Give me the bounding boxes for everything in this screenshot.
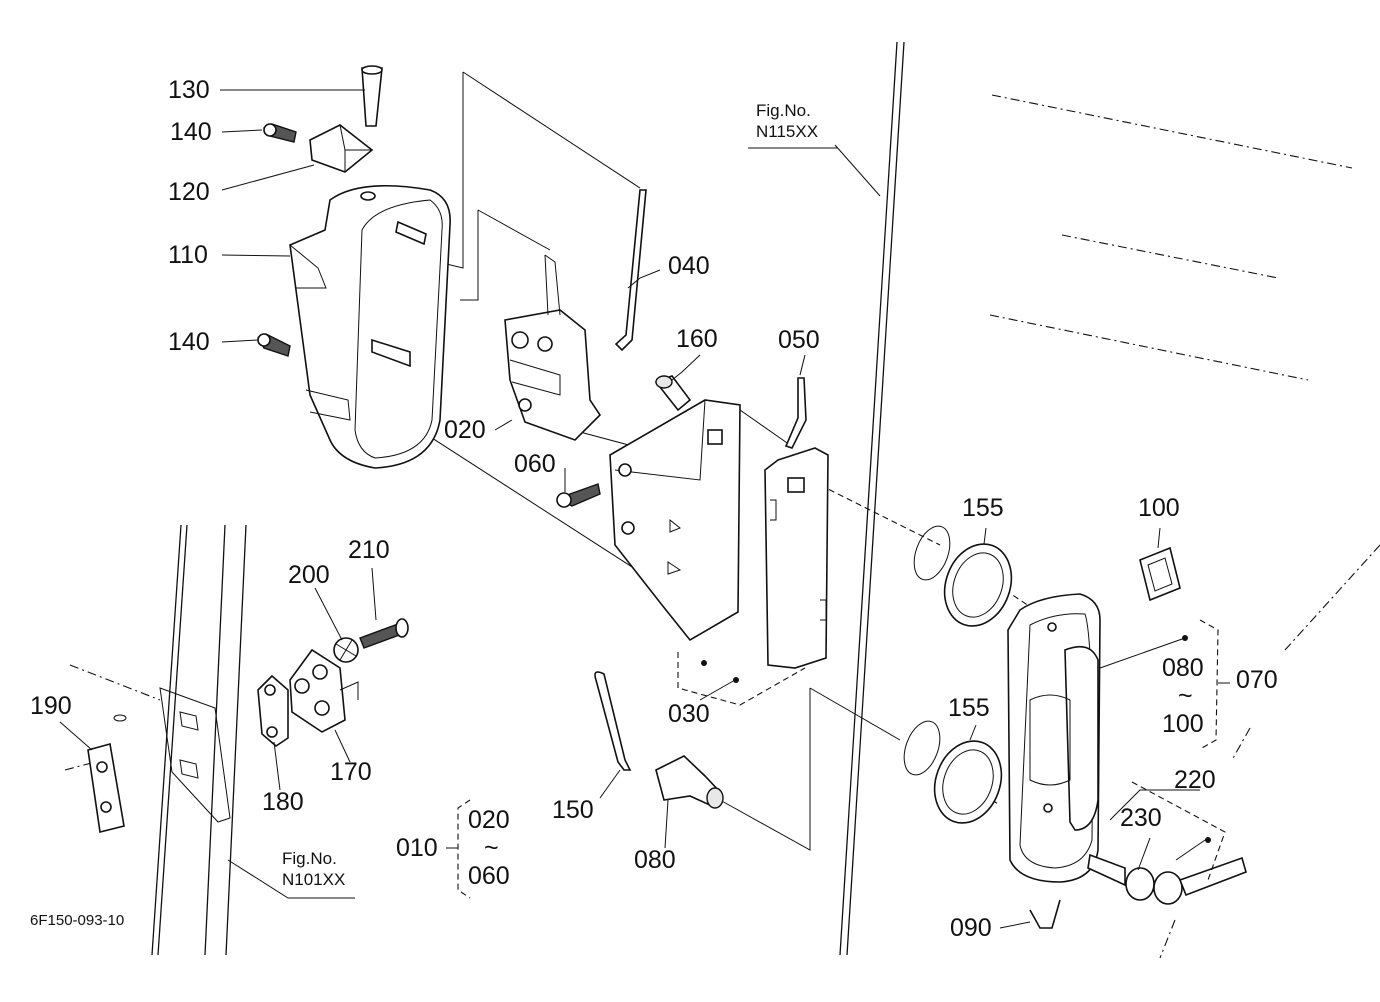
label-010-from: 020: [468, 806, 510, 834]
part-seal-155-bottom: [903, 720, 1003, 824]
part-handle-070: [1007, 593, 1101, 883]
part-rod-050: [784, 377, 807, 449]
fig-ref-n101xx: Fig.No. N101XX: [282, 848, 345, 891]
part-plate-170: [289, 648, 359, 733]
label-155-bottom: 155: [948, 694, 990, 722]
part-screw-140-bottom: [257, 333, 291, 357]
label-140-top: 140: [170, 118, 212, 146]
part-seal-100: [1139, 546, 1181, 602]
label-170: 170: [330, 758, 372, 786]
label-020: 020: [444, 416, 486, 444]
part-keys-220: [1087, 853, 1247, 905]
label-range-sep-070: ~: [1178, 682, 1193, 710]
part-bolt-210: [359, 618, 409, 649]
part-pin-130: [361, 65, 383, 127]
part-block-120: [309, 124, 374, 173]
label-155-top: 155: [962, 494, 1004, 522]
part-striker-190: [87, 742, 125, 833]
door-frame-left: [151, 524, 247, 956]
part-plate-180: [257, 674, 289, 748]
label-010-sep: ~: [484, 834, 499, 862]
part-rod-040: [614, 189, 647, 352]
part-plate-030b: [764, 447, 829, 669]
part-clip-090: [1029, 899, 1061, 929]
label-160: 160: [676, 325, 718, 353]
label-010-to: 060: [468, 862, 510, 890]
label-040: 040: [668, 252, 710, 280]
striker-bracket: [113, 687, 231, 823]
label-030: 030: [668, 700, 710, 728]
fig-ref-caption: Fig.No.: [282, 849, 337, 868]
label-220: 220: [1174, 766, 1216, 794]
label-140-bottom: 140: [168, 328, 210, 356]
part-seal-155-top: [913, 525, 1013, 627]
label-100: 100: [1138, 494, 1180, 522]
part-plate-030a: [609, 399, 741, 642]
part-cylinder-080: [655, 755, 724, 809]
label-leaders: [59, 89, 1209, 929]
bracket-030-dots: [701, 660, 739, 683]
label-190: 190: [30, 692, 72, 720]
fig-ref-number: N115XX: [756, 122, 819, 142]
part-screw-140-top: [262, 123, 297, 143]
label-150: 150: [552, 796, 594, 824]
label-210: 210: [348, 536, 390, 564]
fig-ref-number: N101XX: [282, 870, 346, 890]
drawing-code: 6F150-093-10: [30, 912, 125, 929]
part-washer-200: [333, 637, 359, 663]
fig-ref-n115xx: Fig.No. N115XX: [756, 100, 818, 143]
label-050: 050: [778, 326, 820, 354]
assembly-lines: [341, 71, 1036, 851]
label-230: 230: [1120, 804, 1162, 832]
bracket-070: [1182, 619, 1230, 749]
label-010: 010: [396, 834, 438, 862]
label-090: 090: [950, 914, 992, 942]
label-120: 120: [168, 178, 210, 206]
part-screw-060: [556, 483, 601, 508]
part-rod-150: [594, 671, 632, 771]
label-180: 180: [262, 788, 304, 816]
label-070: 070: [1236, 666, 1278, 694]
label-080: 080: [634, 846, 676, 874]
label-060: 060: [514, 450, 556, 478]
part-cover-110: [289, 184, 451, 469]
bracket-220: [1131, 781, 1226, 881]
label-100-range: 100: [1162, 710, 1204, 738]
part-bolt-160: [654, 375, 692, 412]
part-latch-020: [504, 254, 602, 441]
bracket-010: [446, 799, 471, 899]
label-200: 200: [288, 561, 330, 589]
door-panel-edge-right: [839, 41, 905, 956]
label-110: 110: [168, 241, 208, 269]
fig-ref-caption: Fig.No.: [756, 101, 811, 120]
label-080-range: 080: [1162, 654, 1204, 682]
label-130: 130: [168, 76, 210, 104]
